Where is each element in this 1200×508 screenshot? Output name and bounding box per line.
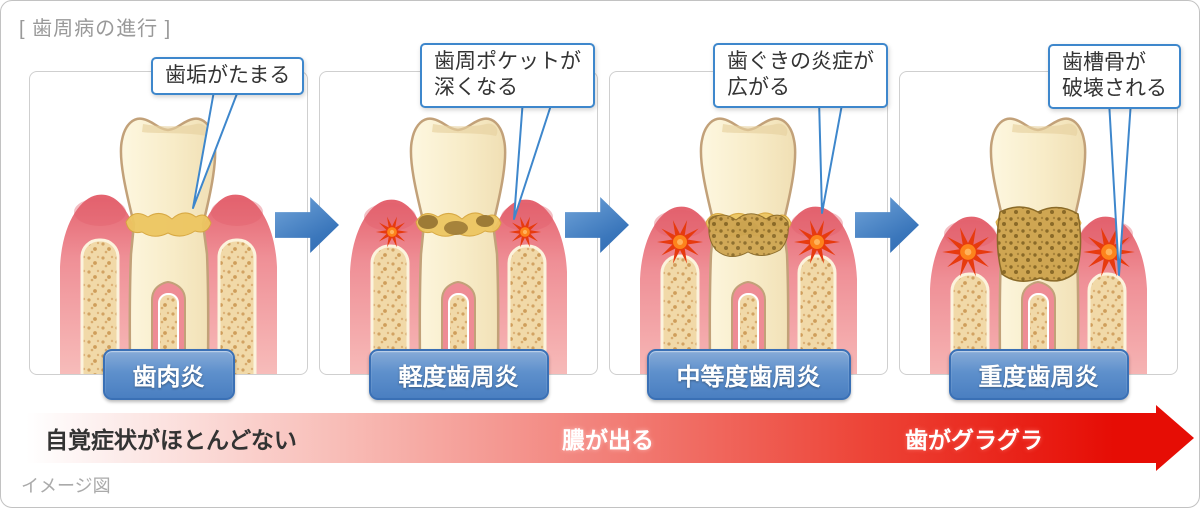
diagram-title: [ 歯周病の進行 ] <box>19 18 172 40</box>
tooth-body <box>119 117 217 374</box>
inflammation-burst-icon <box>657 220 703 264</box>
stage-label-badge: 重度歯周炎 <box>948 349 1129 400</box>
stage-label-badge: 軽度歯周炎 <box>368 349 549 400</box>
callout-text: 歯槽骨が <box>1062 51 1146 74</box>
severity-arrow-body <box>26 413 1158 463</box>
severity-label-late: 歯がグラグラ <box>905 427 1043 453</box>
tooth-slot <box>900 72 1177 374</box>
stage-panel-gingivitis: 歯肉炎 <box>29 71 308 400</box>
tartar-heavy <box>996 206 1082 282</box>
stage-panel-severe: 重度歯周炎 <box>899 71 1178 400</box>
tooth-illustration <box>60 117 277 374</box>
callout-text: 歯垢がたまる <box>165 64 291 87</box>
tooth-illustration <box>930 117 1147 374</box>
tooth-illustration <box>640 117 857 374</box>
alveolar-bone <box>660 254 837 374</box>
tartar-light <box>418 215 494 235</box>
callout-text: 深くなる <box>434 76 518 100</box>
callout-text: 広がる <box>727 76 790 100</box>
stage-label-badge: 歯肉炎 <box>102 349 235 400</box>
tooth-slot <box>30 72 307 374</box>
severity-arrowhead-icon <box>1156 405 1194 471</box>
inflammation-burst-icon <box>942 227 994 277</box>
callout-bone-loss: 歯槽骨が 破壊される <box>1048 44 1181 109</box>
callout-inflammation: 歯ぐきの炎症が 広がる <box>713 43 888 108</box>
severity-label-early: 自覚症状がほとんどない <box>45 427 297 453</box>
inflammation-burst-icon <box>794 220 840 264</box>
inflammation-burst-icon <box>508 216 542 248</box>
callout-plaque: 歯垢がたまる <box>151 57 305 96</box>
tooth-slot <box>320 72 597 374</box>
alveolar-bone <box>80 238 257 374</box>
tartar-medium <box>708 213 789 257</box>
plaque-layer <box>125 212 212 237</box>
callout-pocket: 歯周ポケットが 深くなる <box>420 43 595 108</box>
inflammation-burst-icon <box>375 216 409 248</box>
stage-panel-moderate: 中等度歯周炎 <box>609 71 888 400</box>
image-note: イメージ図 <box>21 476 111 496</box>
tooth-slot <box>610 72 887 374</box>
callout-text: 破壊される <box>1062 77 1167 101</box>
callout-text: 歯周ポケットが <box>434 50 581 73</box>
stage-label-badge: 中等度歯周炎 <box>646 349 851 400</box>
stage-panel-mild: 軽度歯周炎 <box>319 71 598 400</box>
alveolar-bone <box>370 244 547 374</box>
tooth-illustration <box>350 117 567 374</box>
severity-label-mid: 膿が出る <box>562 427 654 453</box>
callout-text: 歯ぐきの炎症が <box>727 50 874 73</box>
tooth-body <box>409 117 507 374</box>
